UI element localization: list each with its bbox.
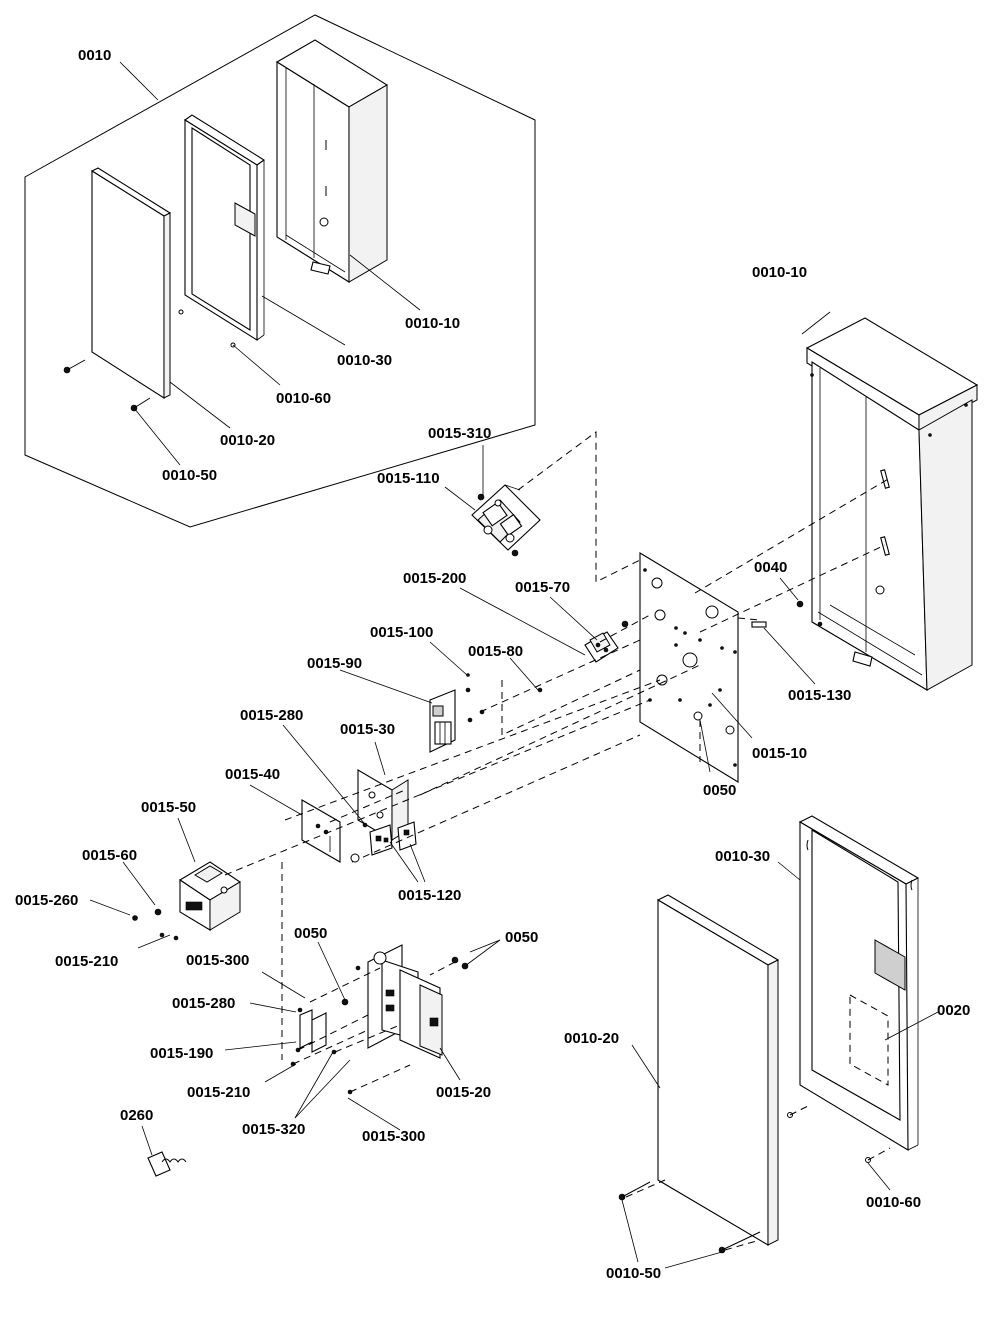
leader-lines — [89, 445, 939, 1269]
callout-0015-20: 0015-20 — [436, 1084, 491, 1101]
callout-0015-90: 0015-90 — [307, 655, 362, 672]
callout-0015-210-a: 0015-210 — [55, 953, 118, 970]
callout-0015-10: 0015-10 — [752, 745, 807, 762]
inset-frame — [178, 114, 265, 348]
callout-0010-10-inset: 0010-10 — [405, 315, 460, 332]
inset-enclosure — [275, 39, 389, 283]
callout-0010-20-inset: 0010-20 — [220, 432, 275, 449]
callout-0015-40: 0015-40 — [225, 766, 280, 783]
callout-labels: 0010 0010-10 0010-30 0010-60 0010-20 001… — [15, 47, 970, 1282]
callout-0010-50-inset: 0010-50 — [162, 467, 217, 484]
callout-0015-200: 0015-200 — [403, 570, 466, 587]
callout-0260: 0260 — [120, 1107, 153, 1124]
callout-0015-60: 0015-60 — [82, 847, 137, 864]
callout-0050-c: 0050 — [505, 929, 538, 946]
callout-0015-210-b: 0015-210 — [187, 1084, 250, 1101]
callout-0010-10: 0010-10 — [752, 264, 807, 281]
contactor-0015-110 — [471, 484, 541, 557]
callout-0015-50: 0015-50 — [141, 799, 196, 816]
inset-leaders — [119, 61, 421, 466]
controller-0015-20 — [355, 944, 469, 1059]
callout-0010-60: 0010-60 — [866, 1194, 921, 1211]
callout-0015-260: 0015-260 — [15, 892, 78, 909]
bracket-0015-190 — [290, 998, 353, 1095]
callout-0015-320: 0015-320 — [242, 1121, 305, 1138]
callout-0015-300-a: 0015-300 — [186, 952, 249, 969]
inset-box — [24, 14, 536, 528]
callout-0015-120: 0015-120 — [398, 887, 461, 904]
callout-0010-30-inset: 0010-30 — [337, 352, 392, 369]
terminal-block-0015-70 — [584, 620, 629, 663]
callout-0010-20: 0010-20 — [564, 1030, 619, 1047]
callout-0015-30: 0015-30 — [340, 721, 395, 738]
callout-0015-280-b: 0015-280 — [172, 995, 235, 1012]
callout-0015-110: 0015-110 — [377, 470, 440, 487]
callout-0010-50: 0010-50 — [606, 1265, 661, 1282]
callout-0010-30: 0010-30 — [715, 848, 770, 865]
transformer-0015-50 — [132, 861, 242, 941]
callout-0050-b: 0050 — [294, 925, 327, 942]
subpanel — [639, 552, 739, 783]
callout-0010-60-inset: 0010-60 — [276, 390, 331, 407]
inset-door — [63, 167, 172, 412]
plate-0015-40 — [301, 799, 341, 863]
callout-0015-310: 0015-310 — [428, 425, 491, 442]
callout-0015-130: 0015-130 — [788, 687, 851, 704]
callout-0015-80: 0015-80 — [468, 643, 523, 660]
callout-0015-300-b: 0015-300 — [362, 1128, 425, 1145]
terminals-0015-120 — [369, 821, 417, 856]
callout-0015-100: 0015-100 — [370, 624, 433, 641]
assembly-lines — [224, 431, 891, 1251]
callout-0010: 0010 — [78, 47, 111, 64]
relay-board-0015-90 — [429, 673, 485, 753]
callout-0015-280-a: 0015-280 — [240, 707, 303, 724]
callout-0015-190: 0015-190 — [150, 1045, 213, 1062]
callout-0015-70: 0015-70 — [515, 579, 570, 596]
main-door — [618, 894, 780, 1254]
callout-0040: 0040 — [754, 559, 787, 576]
callout-0050-a: 0050 — [703, 782, 736, 799]
callout-0020: 0020 — [937, 1002, 970, 1019]
main-enclosure — [801, 311, 979, 691]
spring-0260 — [147, 1151, 187, 1177]
main-frame — [787, 815, 920, 1163]
bracket-0015-30 — [357, 769, 409, 841]
